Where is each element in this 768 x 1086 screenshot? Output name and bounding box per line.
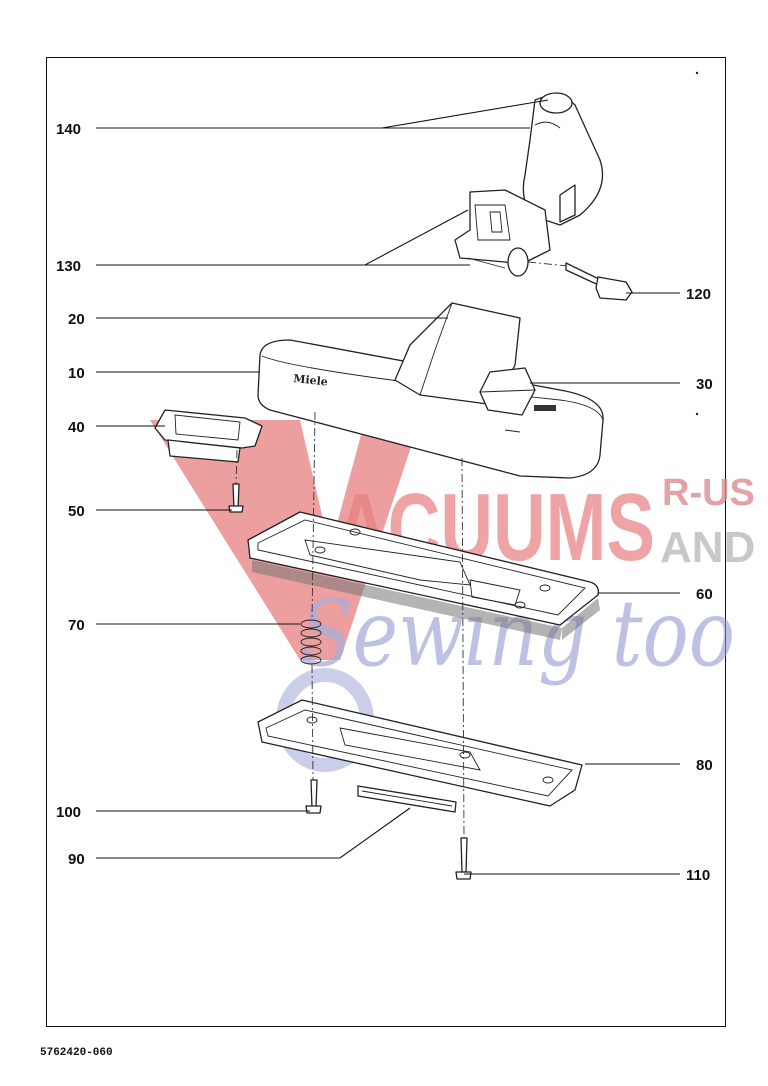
- part-axle-pin: [527, 261, 633, 301]
- callout-40: 40: [68, 419, 85, 436]
- part-base-plate: [257, 699, 583, 807]
- callout-30: 30: [696, 376, 713, 393]
- callout-110: 110: [686, 867, 710, 884]
- callout-labels: 140 130 120 20 10 30 40 50 60 70 80 100 …: [56, 121, 713, 884]
- callout-140: 140: [56, 121, 81, 138]
- part-spring: [300, 619, 322, 665]
- watermark-r-us: R-US: [662, 472, 755, 514]
- callout-120: 120: [686, 286, 711, 303]
- callout-60: 60: [696, 586, 713, 603]
- callout-50: 50: [68, 503, 85, 520]
- document-number: 5762420-060: [40, 1047, 113, 1059]
- part-strip: [357, 785, 457, 813]
- part-rear-cover: [154, 409, 263, 513]
- callout-leaders: [96, 99, 680, 875]
- part-housing: Miele: [257, 302, 604, 479]
- brand-mark: Miele: [293, 372, 329, 389]
- part-brush-plate: [247, 511, 600, 640]
- callout-10: 10: [68, 365, 85, 382]
- callout-20: 20: [68, 311, 85, 328]
- callout-80: 80: [696, 757, 713, 774]
- diagram-frame: [46, 57, 726, 1027]
- callout-70: 70: [68, 617, 85, 634]
- callout-90: 90: [68, 851, 85, 868]
- part-swivel-neck: [454, 92, 604, 277]
- callout-130: 130: [56, 258, 81, 275]
- callout-100: 100: [56, 804, 81, 821]
- watermark-and: AND: [660, 523, 755, 572]
- part-screws: [305, 779, 472, 880]
